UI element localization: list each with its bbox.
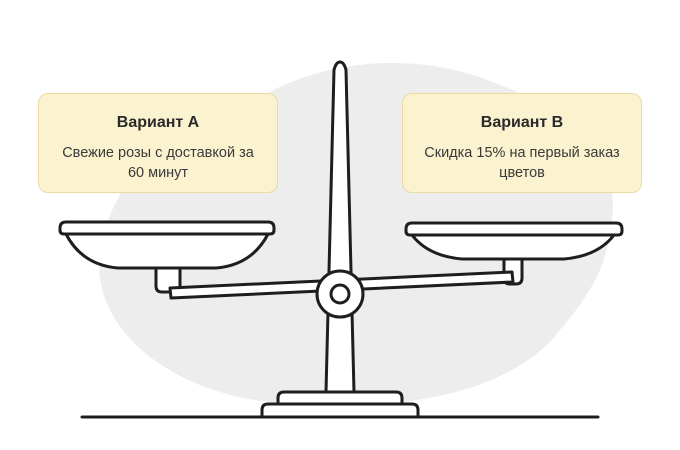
option-a-card: Вариант А Свежие розы с доставкой за 60 … — [38, 93, 278, 193]
right-pan — [404, 221, 624, 286]
left-pan — [58, 220, 276, 294]
option-a-text: Свежие розы с доставкой за 60 минут — [62, 145, 254, 181]
option-b-text: Скидка 15% на первый заказ цветов — [424, 145, 620, 181]
option-b-card: Вариант В Скидка 15% на первый заказ цве… — [402, 93, 642, 193]
scale-base — [260, 390, 420, 419]
option-b-title: Вариант В — [480, 114, 564, 131]
pivot-inner — [329, 283, 351, 305]
option-a-title: Вариант А — [116, 114, 200, 131]
